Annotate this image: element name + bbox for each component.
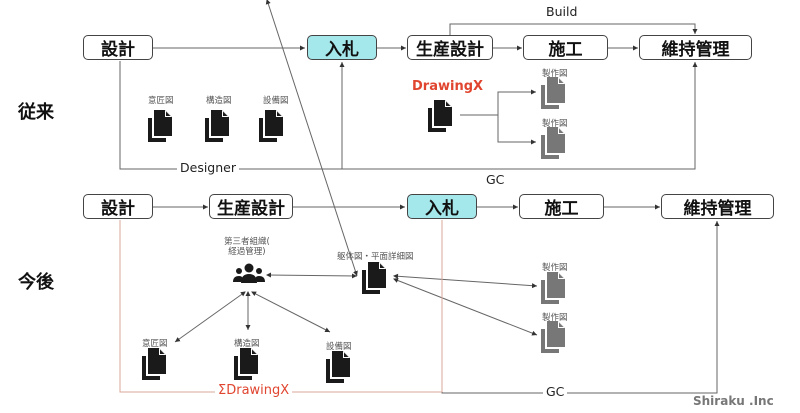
sigma-drawingx-line [119, 220, 442, 393]
drawingx-branch [460, 89, 536, 116]
future-fab-label-1: 製作図 [542, 263, 568, 273]
doc-label-architectural: 意匠図 [148, 96, 174, 106]
row-label-conventional: 従来 [18, 102, 54, 123]
document-stack-icon [428, 100, 454, 132]
document-stack-icon [142, 348, 168, 380]
future-step-production-design[interactable]: 生産設計 [209, 194, 293, 219]
fab-label-1: 製作図 [542, 69, 568, 79]
drawingx-branch-2 [497, 115, 536, 145]
doc-label-structural: 構造図 [206, 96, 232, 106]
document-stack-icon [326, 351, 352, 383]
document-stack-icon [259, 110, 285, 142]
future-step-bid[interactable]: 入札 [407, 194, 477, 219]
gc-line-future [441, 220, 720, 394]
build-label: Build [543, 4, 581, 19]
document-stack-icon [541, 77, 567, 109]
link-structural-fab1 [393, 273, 538, 289]
link-party-structural [265, 0, 358, 277]
step-production-design[interactable]: 生産設計 [407, 35, 493, 60]
people-group-icon [233, 263, 265, 283]
link-party-equipment [251, 291, 331, 333]
document-stack-icon [148, 110, 174, 142]
row-label-future: 今後 [18, 272, 54, 293]
link-structural-fab2 [393, 278, 538, 336]
fab-label-2: 製作図 [542, 119, 568, 129]
document-stack-icon [541, 127, 567, 159]
structural-plan-label: 躯体図・平面詳細図 [337, 252, 414, 262]
gc-label: GC [483, 172, 508, 187]
doc-label-equipment: 設備図 [263, 96, 289, 106]
sigma-drawingx-label: ΣDrawingX [215, 383, 293, 398]
build-line [449, 23, 698, 35]
third-party-label: 第三者組織( 経過管理) [224, 237, 270, 257]
future-doc-label-structural: 構造図 [234, 339, 260, 349]
future-fab-label-2: 製作図 [542, 313, 568, 323]
designer-label: Designer [177, 160, 239, 175]
future-doc-label-architectural: 意匠図 [142, 339, 168, 349]
step-maintenance[interactable]: 維持管理 [639, 35, 752, 60]
link-party-architectural [174, 291, 246, 343]
future-step-maintenance[interactable]: 維持管理 [661, 194, 774, 219]
future-gc-label: GC [543, 384, 568, 399]
document-stack-icon [541, 321, 567, 353]
document-stack-icon [541, 272, 567, 304]
drawingx-label: DrawingX [412, 79, 484, 94]
document-stack-icon [362, 262, 388, 294]
step-construction[interactable]: 施工 [523, 35, 608, 60]
gc-line [342, 62, 698, 170]
step-bid[interactable]: 入札 [307, 35, 377, 60]
future-doc-label-equipment: 設備図 [326, 342, 352, 352]
company-credit: Shiraku .Inc [693, 394, 774, 408]
future-step-design[interactable]: 設計 [83, 194, 153, 219]
document-stack-icon [205, 110, 231, 142]
step-design[interactable]: 設計 [83, 35, 153, 60]
future-step-construction[interactable]: 施工 [519, 194, 604, 219]
document-stack-icon [234, 348, 260, 380]
